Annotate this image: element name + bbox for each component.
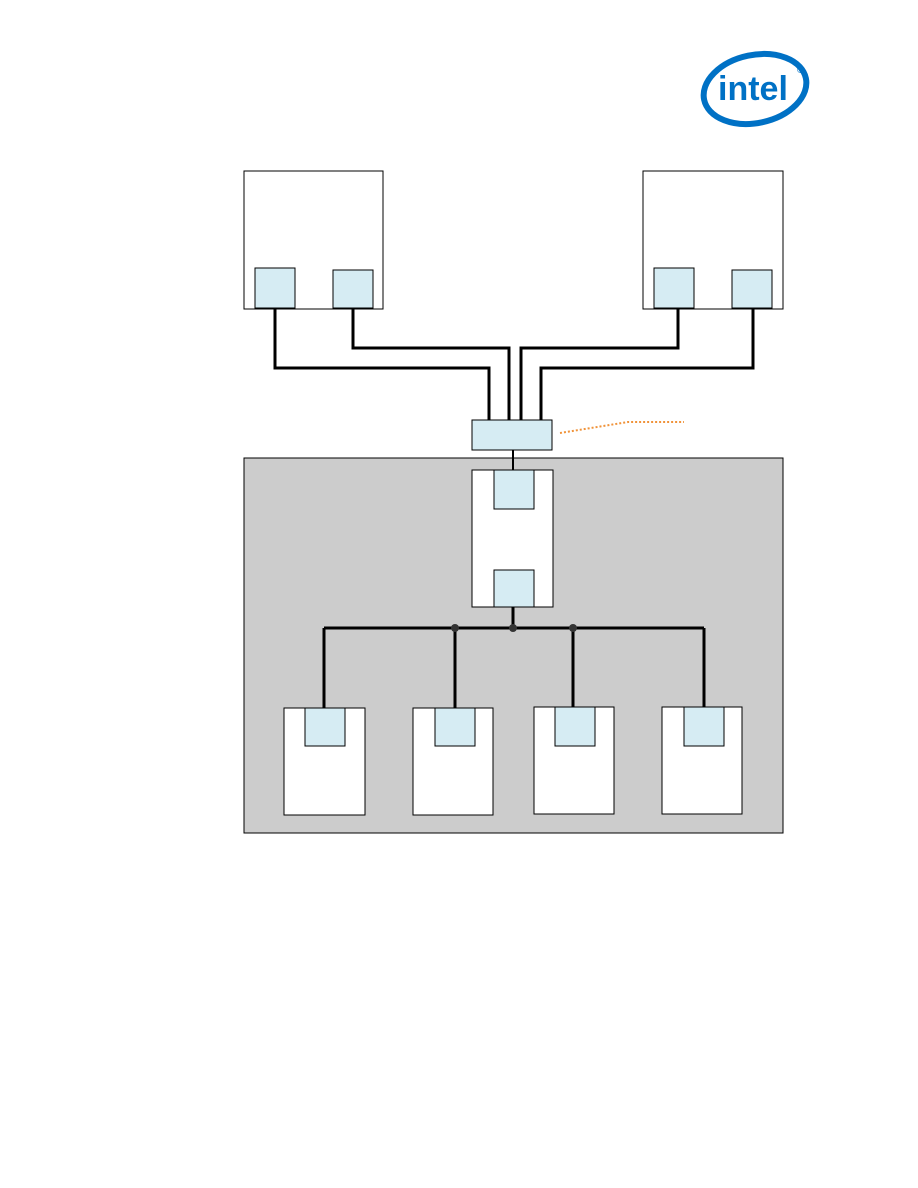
bus-junction-dot-3 (569, 624, 577, 632)
node-module-2 (412, 707, 494, 816)
node-module-3 (533, 706, 615, 815)
switch-module (471, 469, 554, 608)
host-box-left (243, 170, 384, 310)
host-right-port-2 (731, 269, 773, 309)
switch-downstream-port (493, 569, 535, 608)
node-module-4 (661, 706, 743, 815)
intel-logo-text: intel (718, 70, 788, 108)
cable-left-port-1 (273, 308, 491, 420)
cable-left-port-2 (351, 308, 511, 420)
bus-junction-dot-1 (451, 624, 459, 632)
chassis (243, 450, 784, 834)
intel-logo: intel ® (700, 51, 810, 127)
switch-upstream-port (493, 469, 535, 510)
cable-right-port-2 (539, 308, 755, 420)
cable-junction (471, 419, 553, 451)
node-module-1 (283, 707, 366, 816)
annotation-leader-line (559, 421, 684, 434)
node-2-port (434, 707, 476, 747)
host-cables (273, 308, 755, 420)
host-right-port-1 (653, 267, 695, 309)
host-box-right (642, 170, 784, 310)
bus-junction-dot-2 (509, 624, 517, 632)
intel-logo-swoosh (700, 51, 810, 127)
node-3-port (554, 706, 596, 747)
cable-right-port-1 (519, 308, 680, 420)
host-left-port-2 (332, 269, 374, 309)
host-left-port-1 (254, 267, 296, 309)
intel-logo-registered-mark: ® (797, 65, 805, 76)
node-4-port (683, 706, 725, 747)
node-1-port (304, 707, 346, 747)
